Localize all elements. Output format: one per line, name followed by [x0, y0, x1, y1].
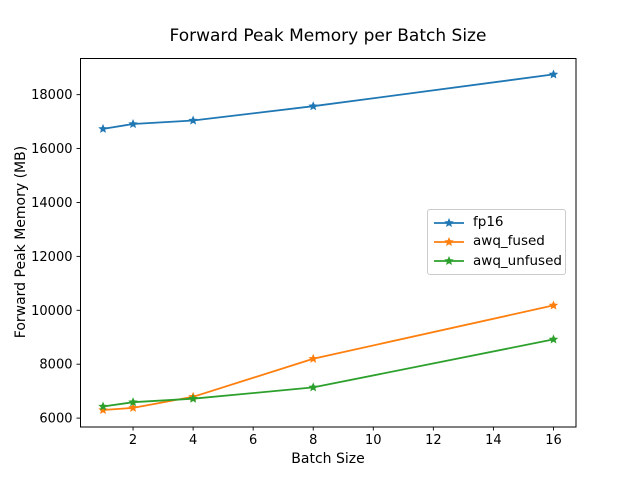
data-point-marker-awq_unfused — [188, 393, 198, 403]
legend-item-awq-fused: awq_fused — [433, 235, 565, 249]
y-tick-label: 14000 — [31, 196, 72, 211]
y-tick-label: 6000 — [39, 412, 72, 427]
legend-item-fp16: fp16 — [433, 213, 565, 230]
star-marker-icon — [444, 217, 454, 227]
x-tick-label: 4 — [189, 433, 197, 448]
legend-label: fp16 — [473, 213, 504, 230]
x-tick-label: 16 — [545, 433, 562, 448]
data-point-marker-fp16 — [128, 119, 138, 129]
legend: fp16 awq_fused awq_unfused — [427, 209, 566, 275]
y-tick-label: 10000 — [31, 304, 72, 319]
x-tick-label: 10 — [365, 433, 382, 448]
x-tick-label: 14 — [485, 433, 502, 448]
data-point-marker-fp16 — [188, 115, 198, 125]
data-point-marker-fp16 — [548, 69, 559, 79]
x-tick-label: 2 — [129, 433, 137, 448]
data-point-marker-awq_fused — [128, 402, 138, 412]
data-point-marker-awq_unfused — [308, 382, 318, 392]
legend-sample-awq-fused — [434, 236, 464, 247]
y-tick-label: 16000 — [31, 142, 72, 157]
data-point-marker-awq_fused — [98, 405, 108, 415]
series-line-awq_unfused — [102, 338, 554, 408]
plot-border — [80, 58, 577, 428]
legend-item-awq-unfused: awq_unfused — [433, 254, 565, 268]
data-point-marker-awq_fused — [308, 353, 318, 363]
data-point-marker-awq_unfused — [98, 401, 108, 411]
legend-label: awq_fused — [473, 233, 545, 250]
series-line-fp16 — [102, 73, 554, 130]
x-tick-label: 6 — [249, 433, 257, 448]
data-point-marker-awq_unfused — [128, 397, 138, 407]
series-line-awq_fused — [102, 304, 554, 411]
data-point-marker-awq_unfused — [548, 334, 559, 344]
y-tick-label: 8000 — [39, 358, 72, 373]
x-tick-label: 8 — [309, 433, 317, 448]
data-point-marker-fp16 — [308, 101, 318, 111]
y-axis-label: Forward Peak Memory (MB) — [13, 145, 29, 339]
data-point-marker-awq_fused — [548, 300, 559, 310]
star-marker-icon — [444, 236, 454, 247]
star-marker-icon — [444, 256, 454, 266]
legend-label: awq_unfused — [473, 252, 562, 269]
chart-title: Forward Peak Memory per Batch Size — [169, 26, 487, 46]
data-point-marker-fp16 — [98, 123, 108, 133]
x-axis-label: Batch Size — [291, 451, 365, 467]
legend-sample-fp16 — [434, 217, 464, 227]
x-tick-label: 12 — [425, 433, 442, 448]
legend-sample-awq-unfused — [434, 256, 464, 266]
y-tick-label: 12000 — [31, 250, 72, 265]
y-tick-label: 18000 — [31, 88, 72, 103]
